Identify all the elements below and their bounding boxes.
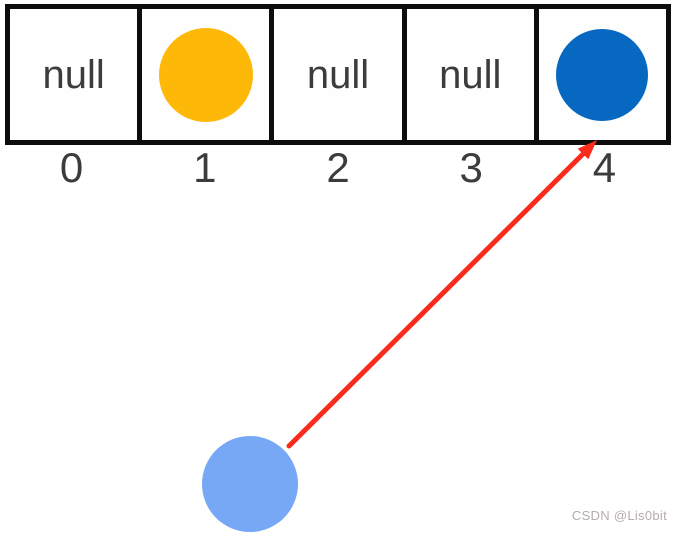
array-cell-3: null: [401, 9, 534, 140]
array-cell-0: null: [10, 9, 137, 140]
array-cell-4: [533, 9, 666, 140]
index-label-2: 2: [326, 144, 350, 191]
index-label-0: 0: [59, 144, 84, 191]
cell-0-null-text: null: [42, 52, 105, 97]
index-label-1: 1: [193, 144, 217, 191]
yellow-ball: [158, 27, 253, 122]
cell-2-null-text: null: [306, 52, 370, 97]
array-cell-2: null: [269, 9, 401, 140]
light-blue-ball: [202, 436, 298, 532]
index-label-4: 4: [592, 144, 617, 191]
blue-ball: [556, 28, 649, 121]
index-label-3: 3: [459, 144, 483, 191]
index-row: 0 1 2 3 4: [5, 146, 671, 190]
array-cell-1: [137, 9, 269, 140]
array-box: null null null: [5, 4, 671, 145]
watermark: CSDN @Lis0bit: [571, 508, 667, 523]
cell-3-null-text: null: [439, 52, 502, 97]
